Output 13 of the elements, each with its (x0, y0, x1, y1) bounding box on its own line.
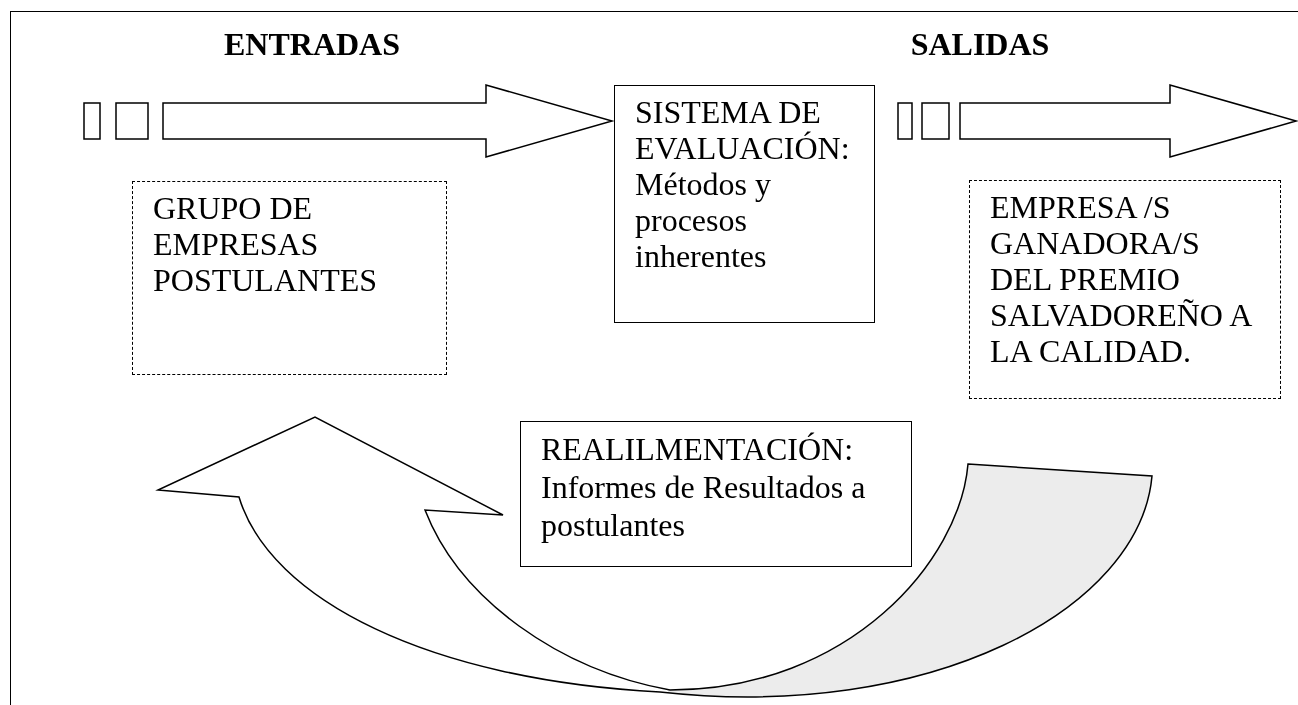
node-text: EMPRESA /S GANADORA/S DEL PREMIO SALVADOREÑO A LA CALIDAD. (990, 189, 1253, 369)
node-text: GRUPO DE EMPRESAS POSTULANTES (153, 190, 378, 298)
dashed-box (969, 180, 1281, 399)
block-arrow (959, 84, 1298, 158)
node-text: SISTEMA DE EVALUACIÓN: Métodos y procesos inherentes (635, 94, 851, 274)
node-text: REALILMENTACIÓN: Informes de Resultados a postulantes (541, 430, 867, 544)
block-arrow (162, 84, 615, 158)
column-heading: ENTRADAS (223, 26, 401, 62)
process-box (520, 421, 912, 567)
process-box (614, 85, 875, 323)
column-heading: SALIDAS (909, 26, 1051, 62)
dashed-box (132, 181, 447, 375)
curved-block-arrow (157, 416, 1153, 698)
